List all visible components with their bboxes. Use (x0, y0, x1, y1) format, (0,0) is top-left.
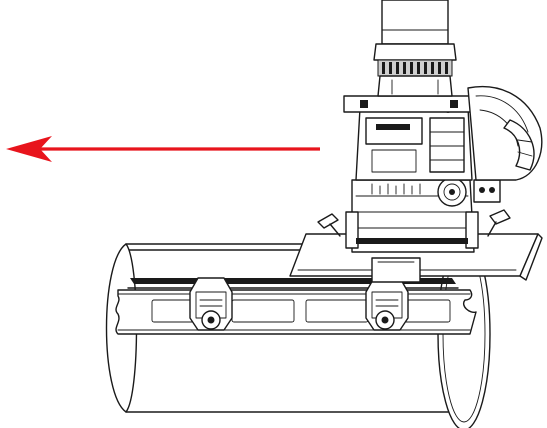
band-roller-left (189, 277, 233, 331)
direction-arrow (6, 136, 320, 162)
welding-head (343, 86, 543, 253)
torch-column (373, 0, 457, 97)
band-roller-right (365, 277, 409, 331)
